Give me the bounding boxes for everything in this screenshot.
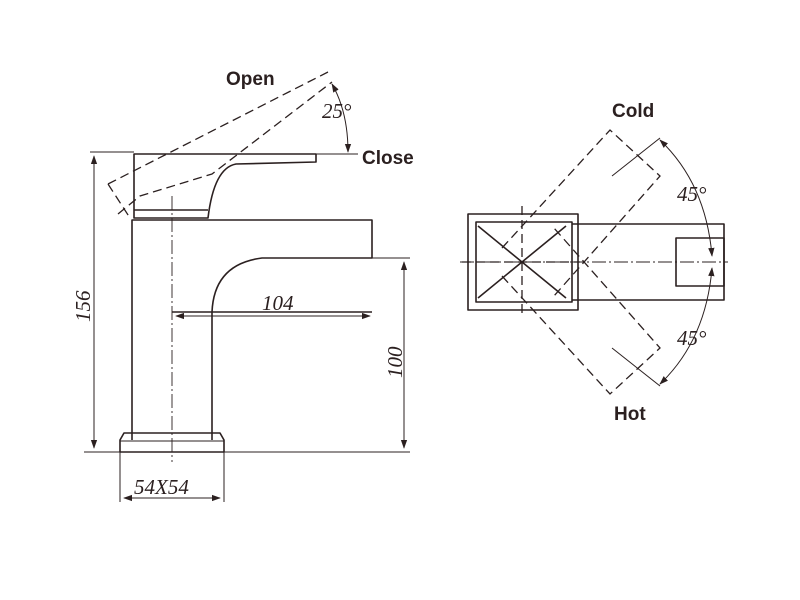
cold-handle-dashed <box>501 129 661 297</box>
lever-angle-arc <box>331 83 352 153</box>
handle-open-dashed <box>107 71 333 219</box>
hot-label: Hot <box>614 404 646 425</box>
top-view: Cold Hot 45° 45° <box>460 101 728 425</box>
open-label: Open <box>226 69 275 90</box>
side-view: Open Close 25° 156 104 100 54X54 <box>71 69 414 502</box>
spout-reach-label: 104 <box>262 291 294 315</box>
height-total-label: 156 <box>71 290 95 322</box>
cold-reference-line <box>611 137 661 177</box>
hot-handle-dashed <box>501 227 661 395</box>
cold-label: Cold <box>612 101 654 122</box>
hot-angle-label: 45° <box>677 326 707 350</box>
hot-reference-line <box>611 347 661 387</box>
faucet-body-outline <box>131 219 373 440</box>
handle-closed <box>133 153 317 219</box>
spout-height-label: 100 <box>383 346 407 378</box>
cold-angle-label: 45° <box>677 182 707 206</box>
cold-angle-arc <box>659 139 715 257</box>
hot-angle-arc <box>659 267 715 385</box>
lever-angle-label: 25° <box>322 99 352 123</box>
base-size-label: 54X54 <box>134 475 189 499</box>
close-label: Close <box>362 148 414 169</box>
